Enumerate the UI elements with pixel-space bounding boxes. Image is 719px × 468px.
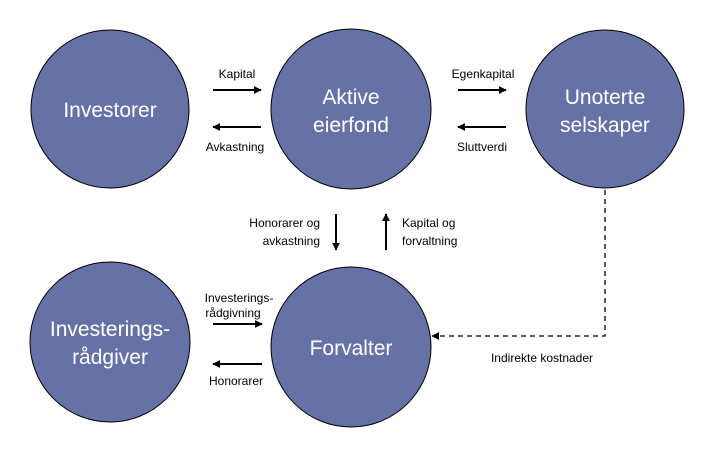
edge-label-indirekte-kostnader: Indirekte kostnader: [491, 351, 593, 365]
edge-label-sluttverdi: Sluttverdi: [457, 140, 507, 154]
edge-label-investeringsradgivning-1: Investerings-: [205, 291, 274, 305]
edge-label-kapital-og-forvaltning-1: Kapital og: [402, 216, 455, 230]
node-investorer-label-1: Investorer: [63, 99, 156, 122]
node-unoterte-selskaper-label-2: selskaper: [560, 114, 650, 137]
edge-label-investeringsradgivning-2: rådgivning: [205, 306, 260, 320]
edge-label-kapital: Kapital: [219, 67, 256, 81]
node-aktive-eierfond-label-2: eierfond: [313, 114, 389, 137]
node-unoterte-selskaper: Unoterte selskaper: [525, 29, 685, 189]
node-investeringsradgiver-label-1: Investerings-: [50, 318, 170, 341]
edge-label-honorarer: Honorarer: [209, 374, 263, 388]
node-aktive-eierfond-label-1: Aktive: [322, 86, 379, 109]
edge-label-honorarer-og-avkastning-2: avkastning: [263, 234, 320, 248]
node-aktive-eierfond: Aktive eierfond: [270, 28, 432, 190]
edge-label-avkastning: Avkastning: [206, 140, 264, 154]
edge-label-kapital-og-forvaltning-2: forvaltning: [402, 234, 457, 248]
node-forvalter: Forvalter: [270, 266, 432, 428]
node-investeringsradgiver: Investerings- rådgiver: [29, 261, 191, 423]
node-forvalter-label-1: Forvalter: [310, 337, 393, 360]
node-unoterte-selskaper-label-1: Unoterte: [565, 86, 646, 109]
edge-label-honorarer-og-avkastning-1: Honorarer og: [249, 216, 320, 230]
arrow-indirekte-kostnader: [431, 190, 606, 340]
node-investeringsradgiver-label-2: rådgiver: [72, 346, 148, 369]
edge-label-egenkapital: Egenkapital: [452, 67, 515, 81]
node-investorer: Investorer: [30, 29, 190, 189]
